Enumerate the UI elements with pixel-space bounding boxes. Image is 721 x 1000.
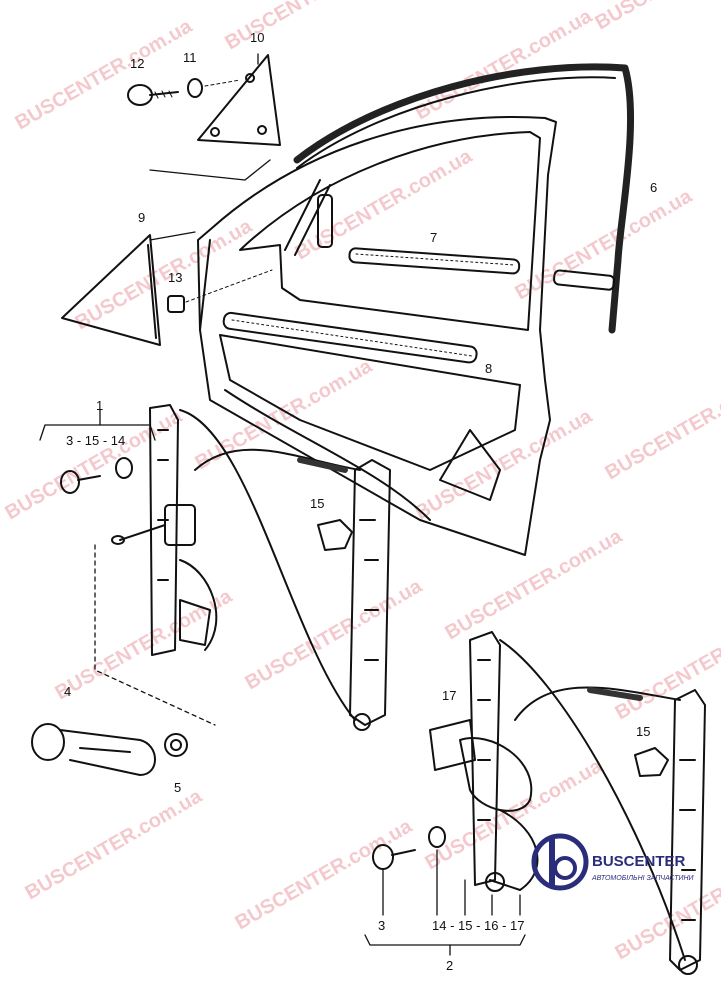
logo-tagline: АВТОМОБІЛЬНІ ЗАПЧАСТИНИ [591, 875, 695, 882]
callout-13: 13 [168, 270, 182, 285]
window-strip-upper [348, 247, 521, 275]
outer-window-seal-inner [296, 76, 616, 169]
watermark-text: BUSCENTER.com.ua [72, 215, 257, 335]
watermark-text: BUSCENTER.com.ua [602, 365, 721, 485]
callout-5: 5 [174, 780, 181, 795]
clip-15a [317, 519, 353, 551]
watermark-text: BUSCENTER.com.ua [22, 785, 207, 905]
callout-8: 8 [485, 361, 492, 376]
window-strip-lower [222, 311, 478, 364]
manual-window-regulator [111, 404, 391, 731]
screw-12 [127, 84, 179, 106]
logo-word: BUSCENTER [592, 853, 686, 870]
watermark-text: BUSCENTER.com.ua [192, 355, 377, 475]
screw-3-group1 [60, 457, 133, 494]
callout-15a: 15 [310, 496, 324, 511]
mirror-triangle-panel [61, 234, 161, 346]
watermark-text: BUSCENTER.com.ua [12, 15, 197, 135]
door-frame [197, 116, 557, 556]
callout-1: 1 [96, 398, 103, 413]
screw-3-group2 [372, 826, 446, 870]
door-inner-panel [219, 334, 521, 471]
callout-labels: 12 11 10 6 9 7 13 8 1 3 - 15 - 14 15 4 5… [64, 30, 657, 973]
electric-window-regulator [429, 631, 706, 975]
callout-group-2-rest: 14 - 15 - 16 - 17 [432, 918, 525, 933]
door-lower-edge [224, 389, 501, 521]
callout-15b: 15 [636, 724, 650, 739]
callout-2: 2 [446, 958, 453, 973]
watermark-text: BUSCENTER.com.ua [442, 525, 627, 645]
callout-17: 17 [442, 688, 456, 703]
watermark-text: BUSCENTER.com.ua [422, 755, 607, 875]
window-opening [239, 131, 541, 331]
window-crank-handle [31, 723, 156, 776]
escutcheon-5 [164, 733, 188, 757]
triangle-plate [197, 54, 281, 146]
callout-12: 12 [130, 56, 144, 71]
callout-7: 7 [430, 230, 437, 245]
watermark-text: BUSCENTER.com.ua [2, 405, 187, 525]
watermark-text: BUSCENTER.com.ua [232, 815, 417, 935]
callout-group-2-3: 3 [378, 918, 385, 933]
callout-11: 11 [183, 50, 197, 65]
door-pillar [199, 179, 331, 331]
callout-6: 6 [650, 180, 657, 195]
callout-4: 4 [64, 684, 71, 699]
callout-9: 9 [138, 210, 145, 225]
watermark-text: BUSCENTER.com.ua [512, 185, 697, 305]
callout-10: 10 [250, 30, 264, 45]
watermark-text: BUSCENTER.com.ua [242, 575, 427, 695]
buscenter-logo: BUSCENTER АВТОМОБІЛЬНІ ЗАПЧАСТИНИ [531, 833, 695, 891]
outer-window-seal [293, 63, 635, 334]
washer-11 [187, 78, 241, 98]
watermark-text: BUSCENTER.com.ua [222, 0, 407, 54]
callout-group-1: 3 - 15 - 14 [66, 433, 125, 448]
watermark-text: BUSCENTER.com.ua [592, 0, 721, 34]
clip-15b [634, 747, 669, 777]
nut-13 [167, 269, 273, 313]
